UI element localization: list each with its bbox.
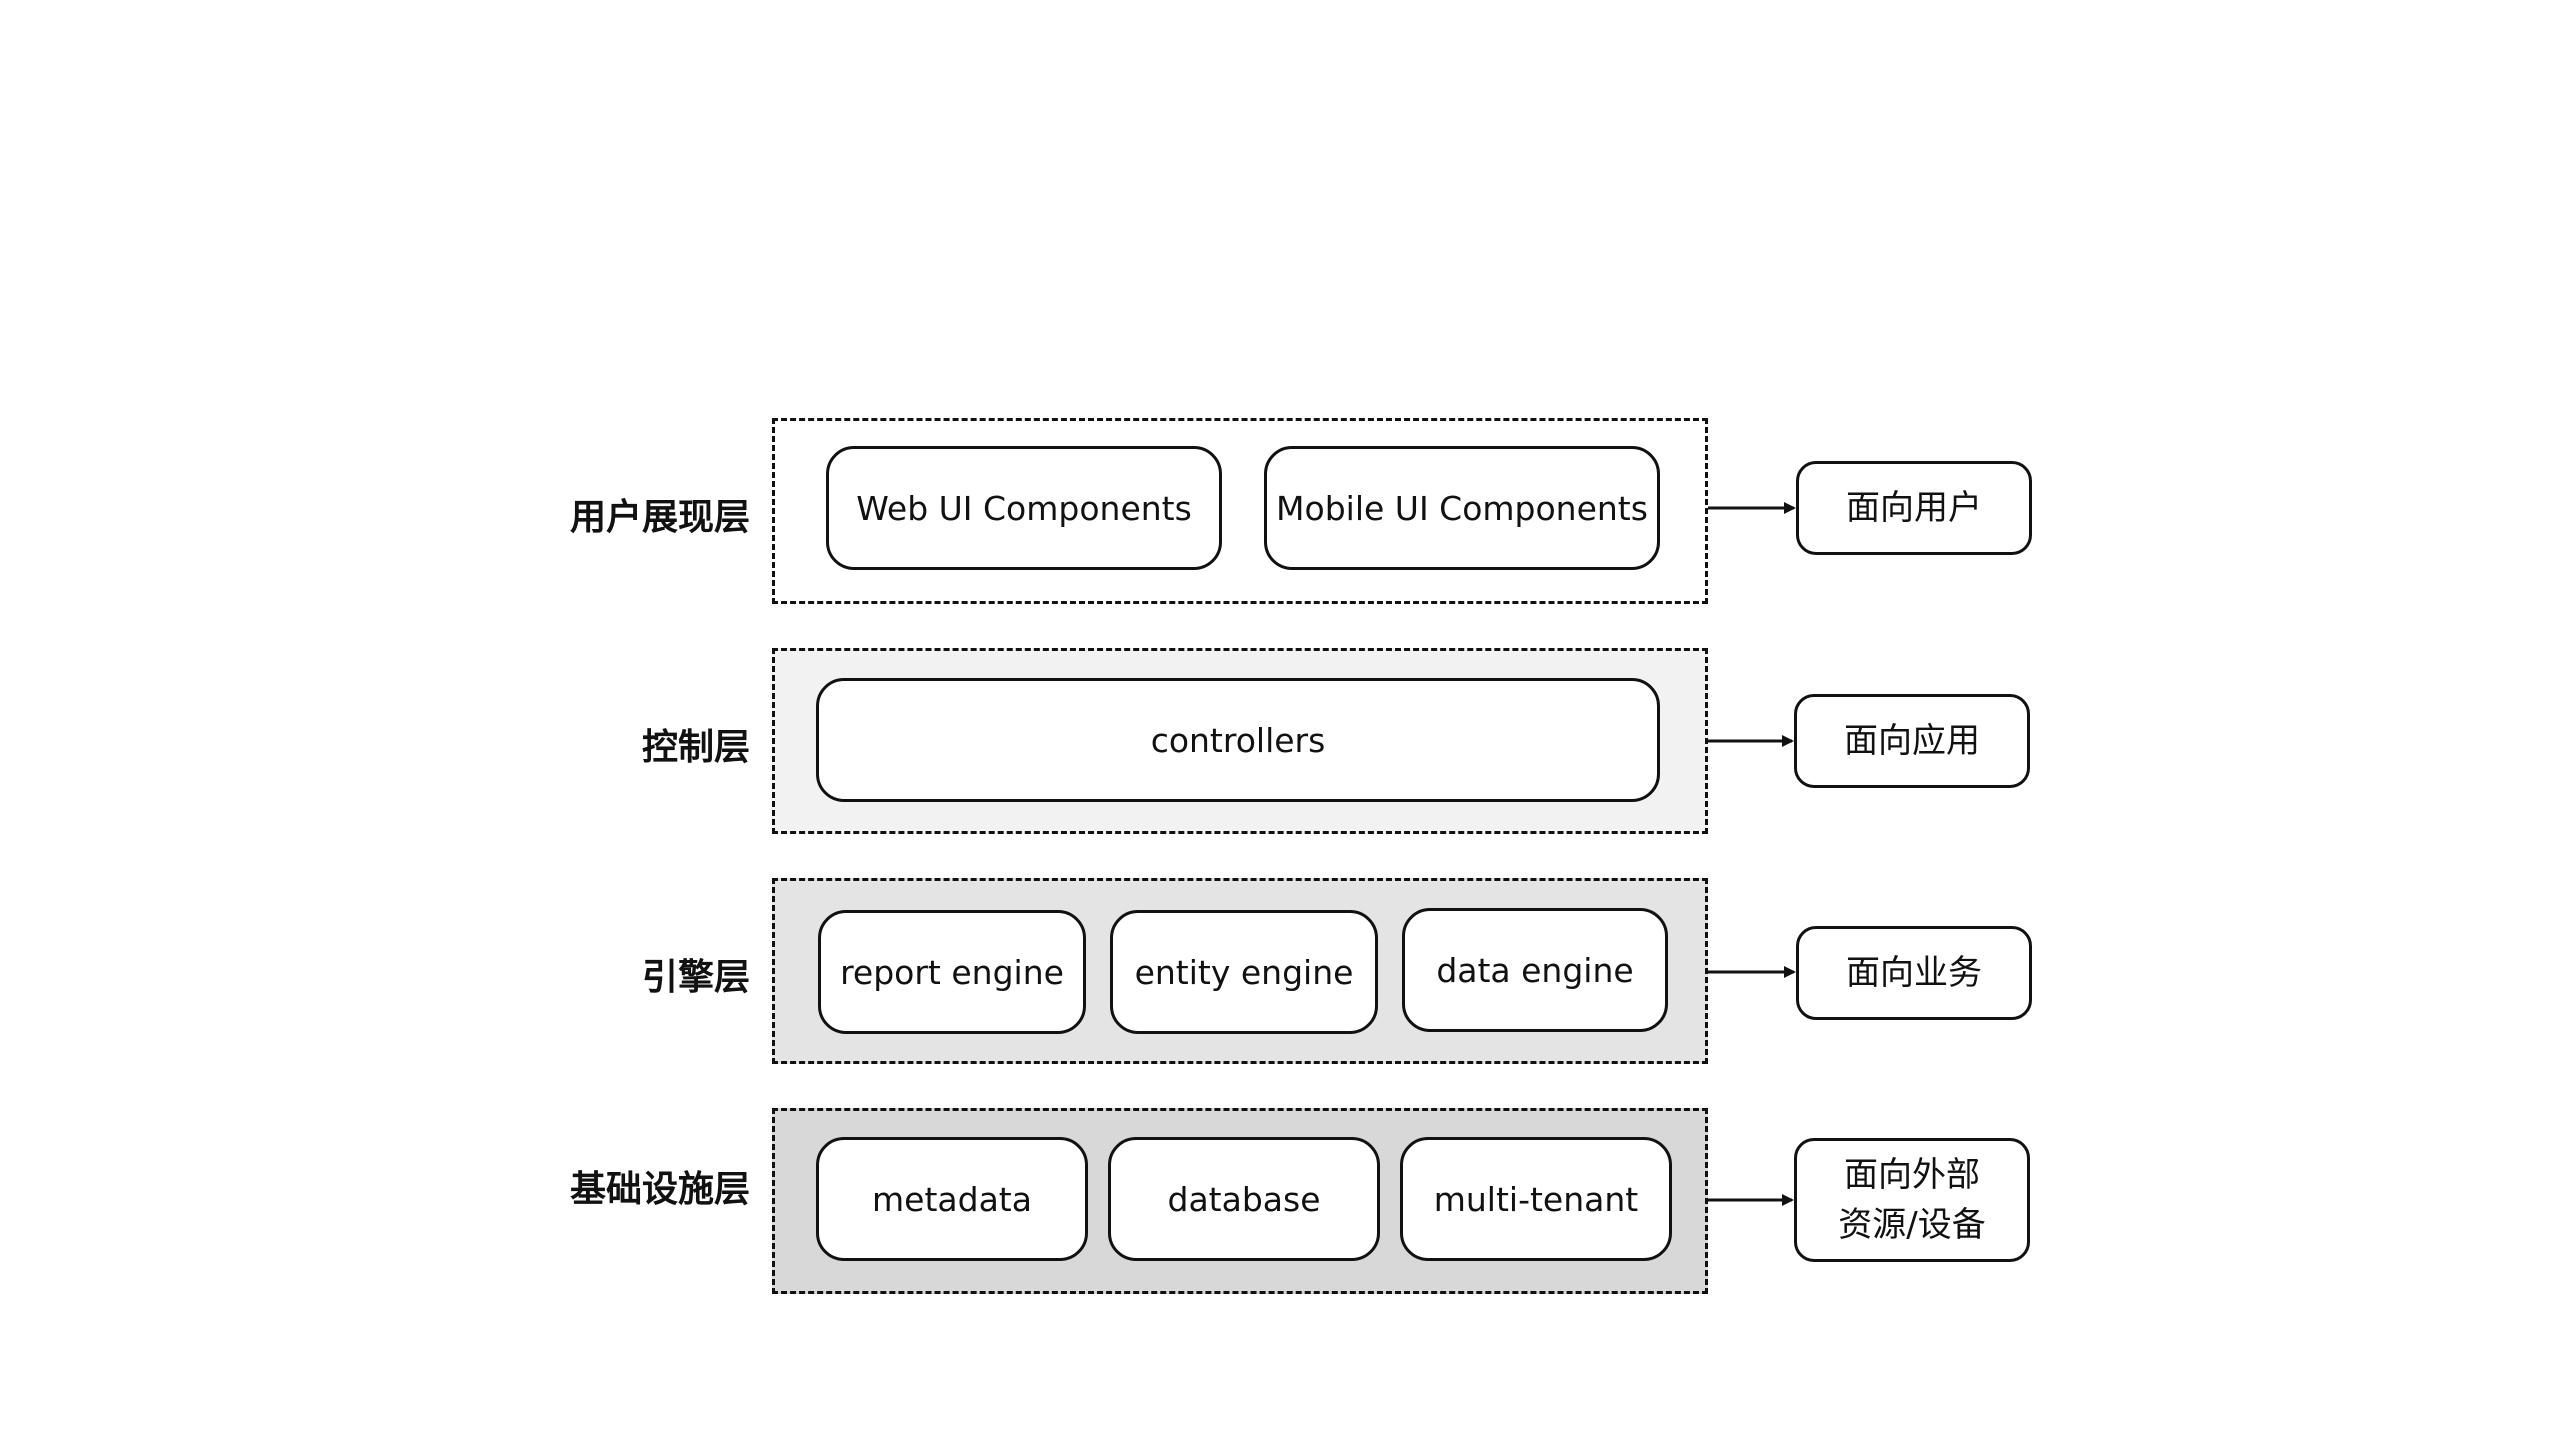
component-controllers: controllers — [816, 678, 1660, 802]
target-external-line-1: 面向外部 — [1844, 1155, 1980, 1195]
layer-label-control: 控制层 — [641, 727, 750, 768]
target-applications-line-1: 面向应用 — [1844, 721, 1980, 761]
target-users: 面向用户 — [1796, 461, 2032, 555]
component-metadata: metadata — [816, 1137, 1088, 1261]
component-report-engine: report engine — [818, 910, 1086, 1034]
component-web-ui: Web UI Components — [826, 446, 1222, 570]
layer-label-presentation: 用户展现层 — [569, 497, 750, 538]
component-entity-engine: entity engine — [1110, 910, 1378, 1034]
target-external-line-2: 资源/设备 — [1838, 1205, 1986, 1245]
target-applications: 面向应用 — [1794, 694, 2030, 788]
target-business: 面向业务 — [1796, 926, 2032, 1020]
component-data-engine: data engine — [1402, 908, 1668, 1032]
layer-label-infrastructure: 基础设施层 — [569, 1169, 750, 1210]
target-external-resources: 面向外部 资源/设备 — [1794, 1138, 2030, 1262]
target-business-line-1: 面向业务 — [1846, 953, 1982, 993]
layer-label-engine: 引擎层 — [641, 957, 750, 998]
target-users-line-1: 面向用户 — [1846, 488, 1982, 528]
component-database: database — [1108, 1137, 1380, 1261]
component-mobile-ui: Mobile UI Components — [1264, 446, 1660, 570]
component-multi-tenant: multi-tenant — [1400, 1137, 1672, 1261]
